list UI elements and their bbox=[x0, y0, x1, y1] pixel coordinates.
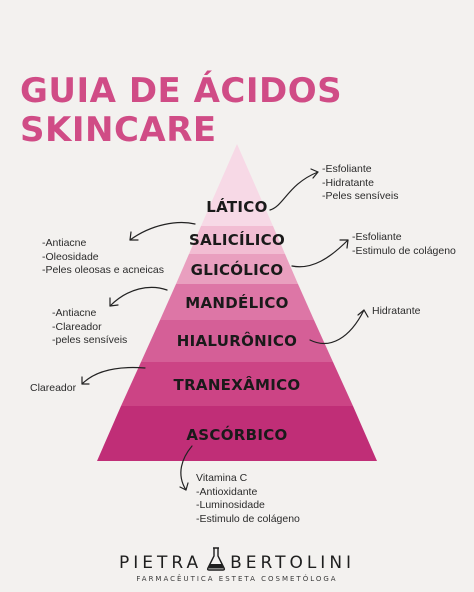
note-hialuronico: Hidratante bbox=[372, 305, 420, 319]
layer-hialuronico bbox=[141, 320, 333, 362]
arrow-tranexamico bbox=[81, 366, 146, 385]
layer-latico bbox=[201, 144, 273, 226]
arrow-hialuronico bbox=[309, 309, 365, 345]
note-ascorbico: Vitamina C -Antioxidante -Luminosidade -… bbox=[196, 472, 300, 526]
arrow-latico-head bbox=[310, 168, 319, 179]
label-tranexamico: TRANEXÂMICO bbox=[173, 376, 301, 394]
label-latico: LÁTICO bbox=[206, 198, 268, 216]
label-glicolico: GLICÓLICO bbox=[190, 261, 284, 279]
note-mandelico: -Antiacne -Clareador -peles sensíveis bbox=[52, 307, 127, 348]
arrow-mandelico bbox=[109, 286, 168, 307]
arrow-glicolico bbox=[291, 239, 349, 268]
brand-logo: PIETRA BERTOLINI bbox=[0, 547, 474, 576]
note-latico: -Esfoliante -Hidratante -Peles sensíveis bbox=[322, 163, 398, 204]
note-mandelico-3: -peles sensíveis bbox=[52, 334, 128, 346]
note-ascorbico-2: -Antioxidante bbox=[196, 485, 258, 498]
note-latico-1: -Esfoliante bbox=[322, 163, 372, 175]
arrow-tranexamico-head bbox=[81, 376, 90, 385]
note-salicilico-2: -Oleosidade bbox=[42, 250, 99, 263]
note-glicolico: -Esfoliante -Estimulo de colágeno bbox=[352, 231, 456, 258]
arrow-glicolico-head bbox=[339, 239, 349, 249]
arrow-ascorbico-head bbox=[179, 482, 189, 491]
brand-tagline: FARMACÊUTICA ESTETA COSMETÓLOGA bbox=[136, 575, 338, 583]
layer-salicilico bbox=[189, 226, 285, 254]
note-glicolico-1: -Esfoliante bbox=[352, 231, 402, 243]
note-latico-2: -Hidratante bbox=[322, 176, 374, 189]
note-ascorbico-3: -Luminosidade bbox=[196, 499, 265, 511]
guide-title: GUIA DE ÁCIDOS SKINCARE bbox=[20, 72, 342, 150]
arrow-ascorbico bbox=[180, 445, 193, 491]
title-line-1: GUIA DE ÁCIDOS bbox=[20, 71, 343, 111]
note-salicilico: -Antiacne -Oleosidade -Peles oleosas e a… bbox=[42, 237, 164, 278]
layer-tranexamico bbox=[121, 362, 353, 406]
arrow-mandelico-head bbox=[109, 297, 119, 307]
flask-icon bbox=[206, 547, 226, 576]
layer-mandelico bbox=[160, 284, 314, 320]
arrow-hialuronico-head bbox=[357, 309, 369, 318]
note-tranexamico: Clareador bbox=[30, 382, 76, 396]
note-hialuronico-1: Hidratante bbox=[372, 305, 421, 317]
label-mandelico: MANDÉLICO bbox=[185, 294, 289, 312]
brand-name-right: BERTOLINI bbox=[230, 553, 356, 573]
arrow-latico bbox=[269, 171, 319, 211]
note-mandelico-1: -Antiacne bbox=[52, 307, 97, 319]
label-ascorbico: ASCÓRBICO bbox=[186, 426, 288, 444]
label-hialuronico: HIALURÔNICO bbox=[176, 332, 298, 350]
note-latico-3: -Peles sensíveis bbox=[322, 190, 399, 202]
note-ascorbico-1: Vitamina C bbox=[196, 472, 248, 484]
note-salicilico-3: -Peles oleosas e acneicas bbox=[42, 264, 164, 276]
layer-glicolico bbox=[176, 254, 298, 284]
label-salicilico: SALICÍLICO bbox=[188, 231, 286, 249]
note-mandelico-2: -Clareador bbox=[52, 320, 102, 333]
note-salicilico-1: -Antiacne bbox=[42, 237, 87, 249]
arrow-salicilico-head bbox=[129, 231, 139, 241]
arrow-salicilico bbox=[129, 221, 196, 241]
brand-name-left: PIETRA bbox=[118, 553, 203, 573]
layer-ascorbico bbox=[97, 406, 377, 461]
title-line-2: SKINCARE bbox=[20, 110, 217, 150]
note-tranexamico-1: Clareador bbox=[30, 382, 77, 394]
note-glicolico-2: -Estimulo de colágeno bbox=[352, 244, 456, 257]
note-ascorbico-4: -Estimulo de colágeno bbox=[196, 512, 300, 525]
